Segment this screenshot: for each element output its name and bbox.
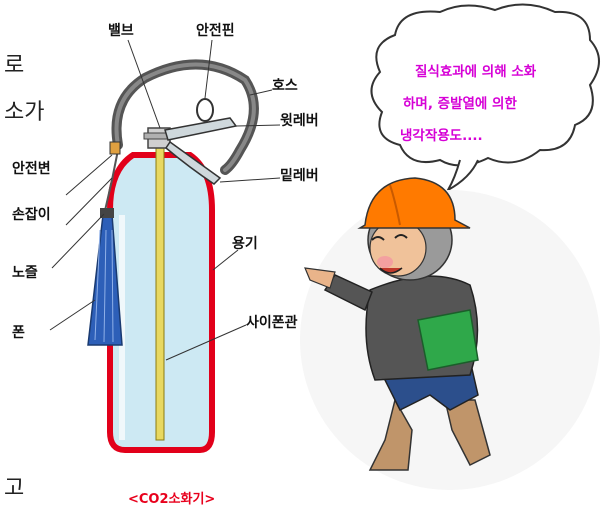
label-container: 용기 [232, 236, 258, 252]
speech-bubble [370, 3, 600, 193]
nozzle-tip [100, 208, 114, 218]
label-horn: 폰 [12, 325, 25, 341]
label-nozzle: 노즐 [12, 265, 38, 281]
speech-bubble-line-3: 냉각작용도.... [400, 128, 483, 144]
safety-pin-ring [196, 98, 214, 122]
label-lower-lever: 밑레버 [280, 168, 319, 184]
label-safety-plug: 안전변 [12, 161, 51, 177]
lower-lever [165, 140, 222, 185]
label-upper-lever: 윗레버 [280, 113, 319, 129]
worker-character [304, 177, 491, 471]
label-hose: 호스 [272, 78, 298, 94]
label-siphon-tube: 사이폰관 [246, 315, 298, 331]
speech-bubble-line-1: 질식효과에 의해 소화 [415, 64, 537, 80]
upper-lever [164, 117, 238, 141]
label-handle: 손잡이 [12, 207, 51, 223]
page-fragment-second: 소가 [4, 100, 45, 125]
figure-caption: <CO2소화기> [128, 492, 216, 507]
page-fragment-top: 로 [4, 53, 25, 78]
speech-bubble-line-2: 하며, 증발열에 의한 [403, 96, 517, 112]
leader-lines [49, 39, 281, 361]
label-valve: 밸브 [108, 23, 134, 39]
label-safety-pin: 안전핀 [196, 23, 235, 39]
siphon-tube [155, 139, 165, 441]
page-fragment-bottom: 고 [4, 476, 25, 501]
